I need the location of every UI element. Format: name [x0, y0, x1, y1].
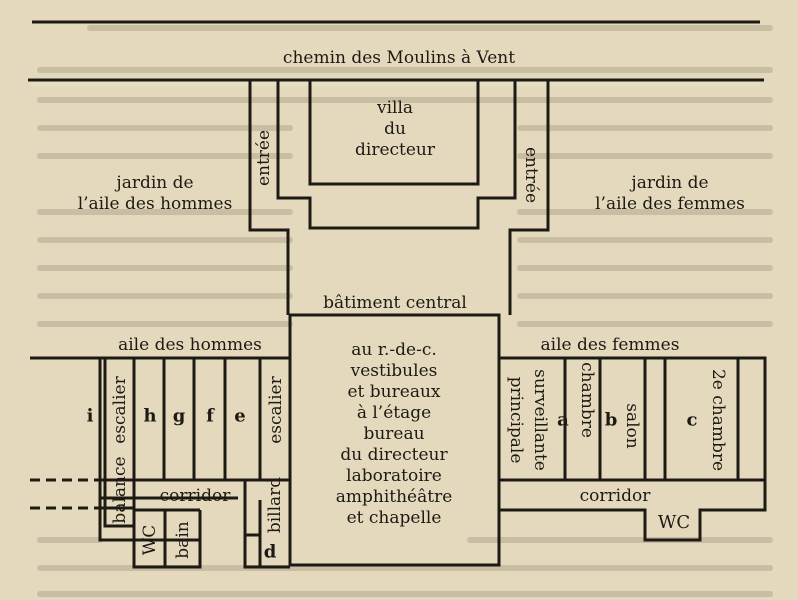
central-line: amphithéâtre [335, 487, 453, 507]
room-escalier-inner: escalier [266, 376, 286, 444]
central-line: et chapelle [346, 508, 442, 528]
villa-line-1: villa [376, 98, 414, 118]
central-line: à l’étage [356, 403, 432, 423]
road-label: chemin des Moulins à Vent [282, 48, 516, 68]
wing-women-label: aile des femmes [540, 335, 680, 355]
room-surveillante-1: surveillante [530, 369, 550, 471]
room-wc-women: WC [657, 512, 691, 533]
garden-men-line-2: l’aile des hommes [77, 194, 233, 214]
garden-women-label: jardin de l’aile des femmes [555, 173, 785, 215]
central-line: et bureaux [347, 382, 441, 402]
garden-women-line-1: jardin de [631, 173, 709, 193]
room-c: c [686, 409, 698, 431]
garden-men-line-1: jardin de [116, 173, 194, 193]
garden-men-label: jardin de l’aile des hommes [60, 173, 250, 215]
entree-right-label: entrée [521, 146, 541, 204]
garden-women-line-2: l’aile des femmes [595, 194, 745, 214]
room-h: h [143, 405, 157, 427]
room-e: e [234, 405, 246, 427]
central-line: au r.-de-c. [351, 340, 437, 360]
villa-line-2: du [384, 119, 406, 139]
room-balance: balance [110, 456, 130, 524]
central-line: du directeur [340, 445, 448, 465]
villa-line-3: directeur [355, 140, 435, 160]
room-d: d [263, 541, 277, 563]
room-chambre: chambre [577, 362, 597, 438]
women-wing-outer [499, 356, 767, 542]
room-escalier-outer: escalier [110, 376, 130, 444]
villa-inner-wall [276, 80, 517, 230]
room-i: i [86, 405, 94, 427]
room-g: g [172, 405, 186, 427]
men-wing-outer [30, 356, 290, 555]
central-building [288, 313, 501, 567]
central-line: laboratoire [346, 466, 442, 486]
room-a: a [557, 409, 569, 431]
entree-left-label: entrée [254, 129, 274, 187]
central-title: bâtiment central [323, 293, 467, 313]
central-line: vestibules [350, 361, 438, 381]
room-surveillante-2: principale [506, 376, 526, 464]
villa-box [308, 78, 480, 186]
room-billard: billard [265, 476, 285, 534]
women-corridor-label: corridor [579, 486, 651, 506]
men-corridor-label: corridor [159, 486, 231, 506]
room-wc-men: WC [140, 524, 160, 556]
villa-label: villa du directeur [330, 98, 460, 161]
room-chambre2: 2e chambre [708, 368, 728, 472]
central-body: au r.-de-c. vestibules et bureaux à l’ét… [296, 340, 492, 529]
room-salon: salon [622, 403, 642, 449]
room-b: b [604, 409, 618, 431]
room-bain: bain [173, 521, 193, 559]
room-f: f [206, 405, 214, 427]
central-line: bureau [363, 424, 425, 444]
villa-outer-wall [248, 80, 290, 315]
wing-men-label: aile des hommes [118, 335, 262, 355]
